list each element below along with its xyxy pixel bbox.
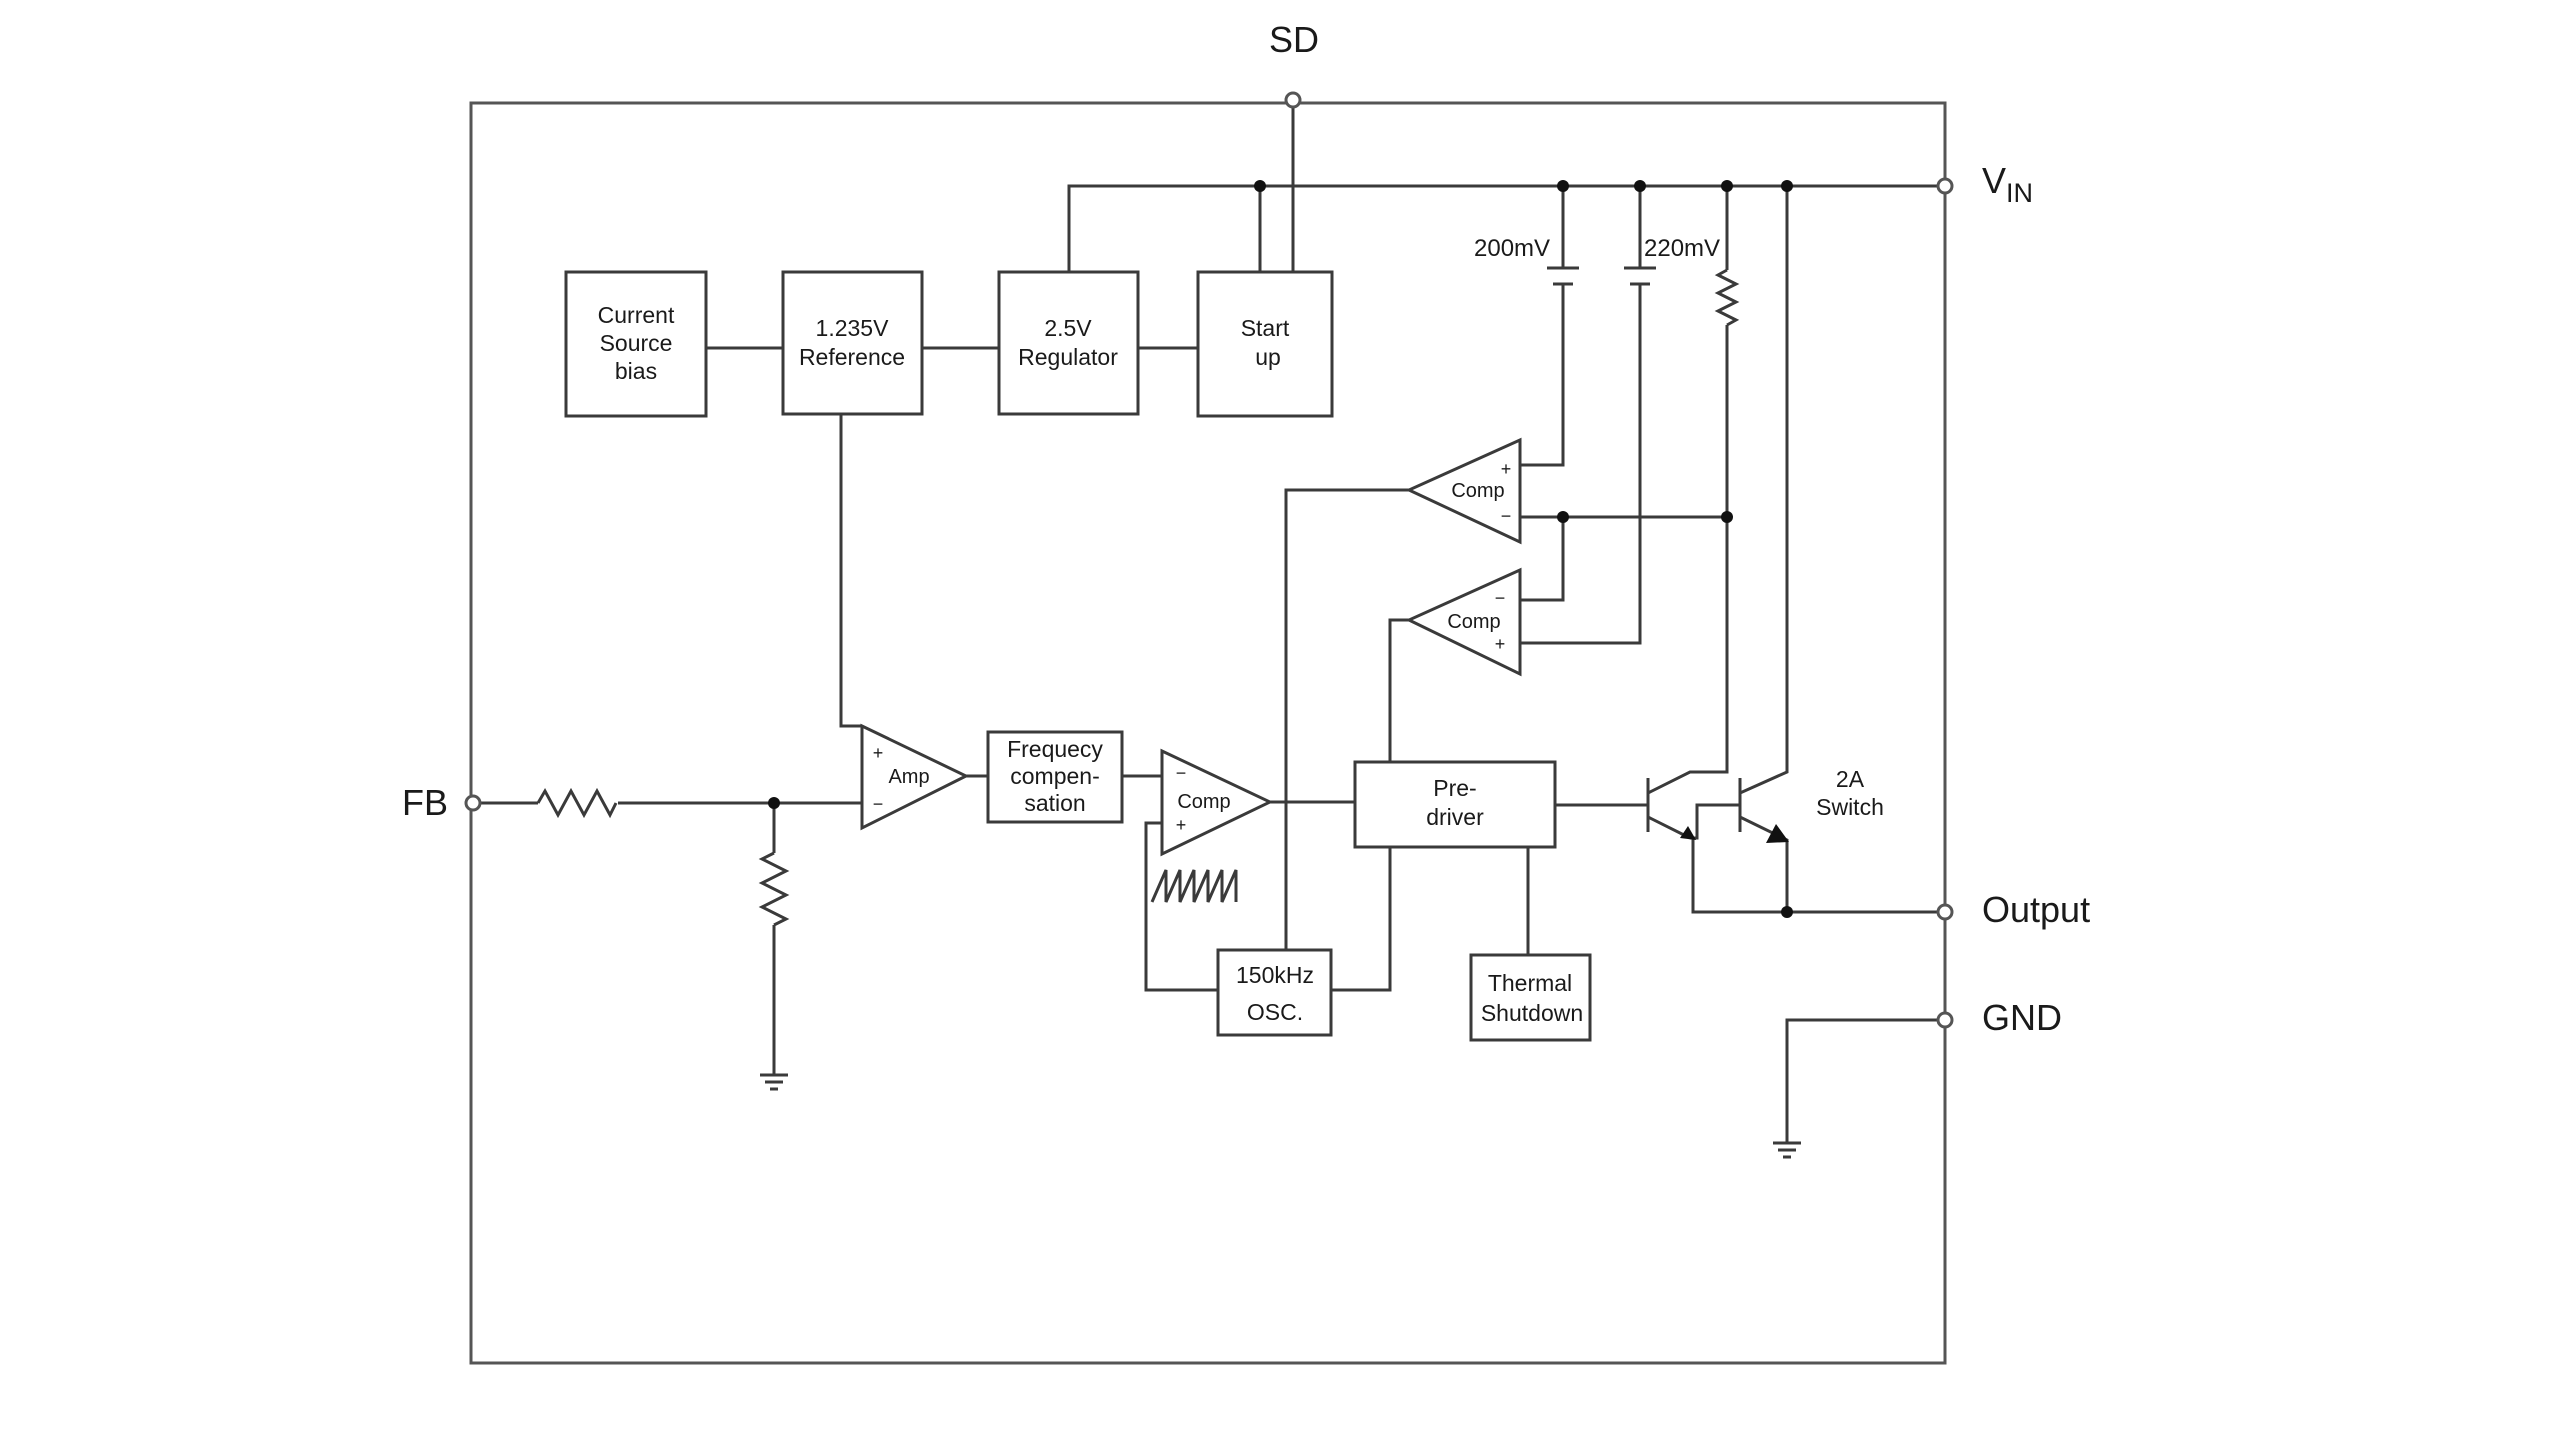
- oscillator-block: 150kHz OSC.: [1216, 948, 1333, 1037]
- gnd-pin: [1936, 1011, 1954, 1029]
- svg-text:up: up: [1255, 344, 1281, 370]
- svg-text:Comp: Comp: [1451, 480, 1504, 502]
- q1-emitter-arrow: [1680, 826, 1696, 840]
- svg-text:sation: sation: [1024, 790, 1085, 816]
- svg-text:1.235V: 1.235V: [816, 315, 890, 341]
- svg-text:+: +: [1176, 815, 1187, 835]
- current-source-bias-block: Current Source bias: [564, 270, 708, 418]
- svg-text:Reference: Reference: [799, 344, 905, 370]
- svg-text:Source: Source: [600, 330, 673, 356]
- svg-text:Amp: Amp: [888, 766, 929, 788]
- error-amplifier: Amp + −: [860, 723, 970, 831]
- thermal-shutdown-block: Thermal Shutdown: [1469, 953, 1592, 1042]
- pwm-comparator: Comp − +: [1160, 748, 1274, 857]
- upper-comparator: Comp + −: [1405, 437, 1522, 545]
- svg-text:+: +: [1495, 634, 1506, 654]
- svg-text:OSC.: OSC.: [1247, 999, 1303, 1025]
- frequency-compensation-block: Frequecy compen- sation: [986, 730, 1124, 824]
- svg-text:Comp: Comp: [1447, 611, 1500, 633]
- label-2a-switch-line1: 2A: [1836, 766, 1865, 792]
- q2-emitter-arrow: [1766, 824, 1789, 843]
- svg-text:Regulator: Regulator: [1018, 344, 1118, 370]
- lower-comparator: Comp − +: [1405, 567, 1522, 677]
- reference-block: 1.235V Reference: [781, 270, 924, 416]
- svg-text:+: +: [1501, 459, 1512, 479]
- svg-text:2.5V: 2.5V: [1044, 315, 1092, 341]
- label-220mv: 220mV: [1644, 235, 1720, 262]
- svg-text:Start: Start: [1241, 315, 1290, 341]
- svg-text:Thermal: Thermal: [1488, 970, 1572, 996]
- svg-text:Pre-: Pre-: [1433, 775, 1476, 801]
- output-pin-label: Output: [1982, 889, 2090, 930]
- fb-pin-label: FB: [402, 782, 448, 823]
- ic-outline: [469, 101, 1947, 1365]
- svg-text:Shutdown: Shutdown: [1481, 1000, 1583, 1026]
- svg-text:−: −: [1176, 763, 1187, 783]
- svg-text:−: −: [1501, 506, 1512, 526]
- sd-pin: [1284, 91, 1302, 109]
- svg-text:−: −: [873, 794, 884, 814]
- fb-pin: [464, 794, 482, 812]
- svg-text:−: −: [1495, 588, 1506, 608]
- svg-text:bias: bias: [615, 358, 657, 384]
- svg-text:Comp: Comp: [1177, 791, 1230, 813]
- regulator-block: 2.5V Regulator: [997, 270, 1140, 416]
- vin-pin: [1936, 177, 1954, 195]
- vin-pin-label: VIN: [1982, 160, 2033, 208]
- sd-pin-label: SD: [1269, 19, 1319, 60]
- svg-text:driver: driver: [1426, 804, 1484, 830]
- output-pin: [1936, 903, 1954, 921]
- svg-text:compen-: compen-: [1010, 763, 1099, 789]
- label-200mv: 200mV: [1474, 235, 1550, 262]
- svg-text:Current: Current: [598, 302, 675, 328]
- gnd-pin-label: GND: [1982, 997, 2062, 1038]
- label-2a-switch-line2: Switch: [1816, 794, 1884, 820]
- startup-block: Start up: [1196, 270, 1334, 418]
- junction-dots: [768, 180, 1793, 918]
- svg-text:150kHz: 150kHz: [1236, 962, 1314, 988]
- svg-text:Frequecy: Frequecy: [1007, 736, 1103, 762]
- svg-text:+: +: [873, 743, 884, 763]
- predriver-block: Pre- driver: [1353, 760, 1557, 849]
- wiring: [476, 100, 1942, 1159]
